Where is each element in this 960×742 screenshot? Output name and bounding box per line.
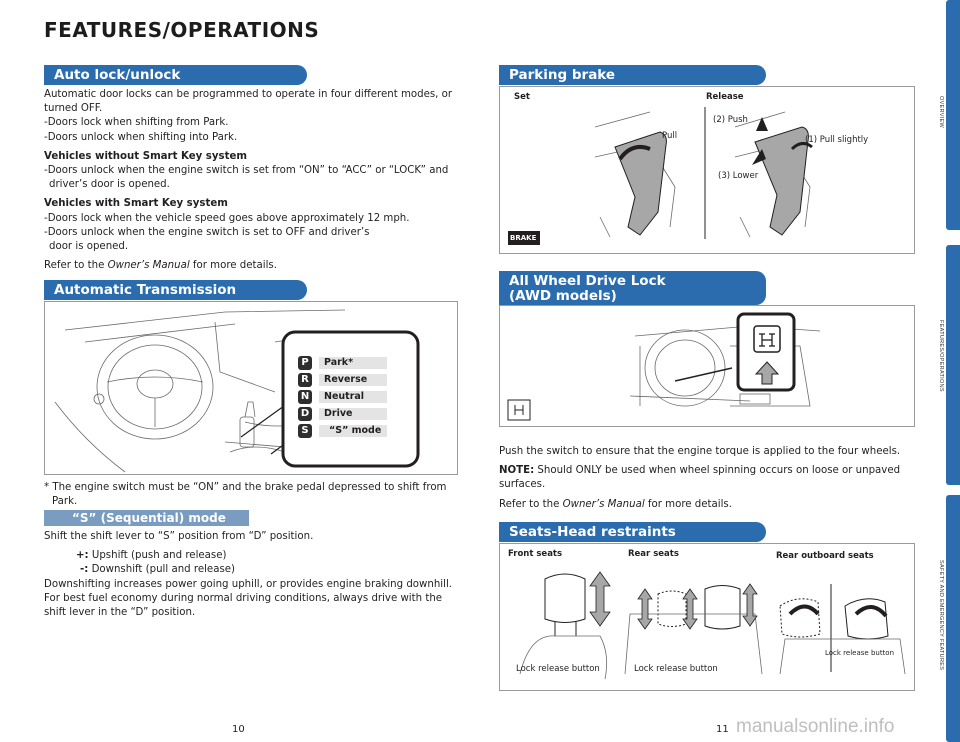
push-arrow-icon bbox=[754, 361, 780, 385]
awd-description: Push the switch to ensure that the engin… bbox=[499, 446, 901, 457]
gear-key-d: D bbox=[298, 407, 312, 421]
outboard-lock-release-label: Lock release button bbox=[825, 649, 895, 657]
parking-brake-figure: Set Release Pull (2) Push (1) Pull sligh… bbox=[499, 86, 915, 254]
front-seats-label: Front seats bbox=[508, 549, 563, 559]
gear-key-r: R bbox=[298, 373, 312, 387]
transmission-heading: Automatic Transmission bbox=[44, 280, 307, 300]
side-label-features: FEATURES/OPERATIONS bbox=[938, 320, 944, 392]
tilt-arrow-right bbox=[854, 605, 888, 618]
awd-lock-switch bbox=[753, 325, 781, 353]
auto-lock-refer: Refer to the Owner’s Manual for more det… bbox=[44, 260, 277, 272]
gear-label-park: Park* bbox=[319, 357, 387, 369]
parking-brake-illustration bbox=[508, 107, 813, 245]
gear-label-s-mode: “S” mode bbox=[319, 425, 387, 437]
awd-badge-icon bbox=[514, 405, 524, 415]
page-number-right: 11 bbox=[716, 724, 729, 735]
rear-seats-label: Rear seats bbox=[628, 549, 679, 559]
smart-key-bullet: -Doors lock when the vehicle speed goes … bbox=[44, 212, 410, 224]
rear-lock-release-label: Lock release button bbox=[634, 664, 718, 674]
downshift-line: -: Downshift (pull and release) bbox=[80, 564, 235, 576]
pull-slightly-arrow bbox=[790, 142, 813, 151]
gear-key-n: N bbox=[298, 390, 312, 404]
side-label-overview: OVERVIEW bbox=[938, 96, 944, 128]
no-smart-key-heading: Vehicles without Smart Key system bbox=[44, 150, 247, 162]
dashboard-illustration bbox=[54, 309, 420, 473]
rear-left-arrow bbox=[637, 588, 653, 630]
brake-lever-set bbox=[614, 131, 667, 236]
gear-key-p: P bbox=[298, 356, 312, 370]
auto-lock-intro: Automatic door locks can be programmed t… bbox=[44, 89, 453, 115]
rear-outboard-seats-label: Rear outboard seats bbox=[776, 551, 874, 561]
watermark: manualsonline.info bbox=[736, 716, 895, 737]
lower-arrow bbox=[752, 149, 766, 165]
awd-note: NOTE: Should ONLY be used when wheel spi… bbox=[499, 465, 901, 491]
parking-brake-heading: Parking brake bbox=[499, 65, 766, 85]
page-title: FEATURES/OPERATIONS bbox=[44, 18, 320, 42]
push-arrow bbox=[756, 117, 768, 131]
gear-label-reverse: Reverse bbox=[319, 374, 387, 386]
downshift-note: Downshifting increases power going uphil… bbox=[44, 578, 453, 619]
s-mode-heading: “S” (Sequential) mode bbox=[44, 510, 249, 526]
auto-lock-bullet: -Doors lock when shifting from Park. bbox=[44, 117, 229, 129]
smart-key-heading: Vehicles with Smart Key system bbox=[44, 198, 228, 210]
transmission-footnote: * The engine switch must be “ON” and the… bbox=[44, 482, 447, 508]
no-smart-key-bullet: -Doors unlock when the engine switch is … bbox=[44, 165, 449, 191]
auto-lock-heading: Auto lock/unlock bbox=[44, 65, 307, 85]
gear-label-drive: Drive bbox=[319, 408, 387, 420]
awd-dashboard-illustration bbox=[507, 312, 821, 421]
front-up-down-arrow bbox=[589, 571, 611, 627]
upshift-line: +: Upshift (push and release) bbox=[76, 550, 227, 562]
rear-right-arrow bbox=[742, 583, 758, 627]
pull-label: Pull bbox=[662, 131, 678, 141]
s-mode-body: Shift the shift lever to “S” position fr… bbox=[44, 530, 460, 620]
pull-arrow bbox=[618, 145, 651, 161]
gear-key-s: S bbox=[298, 424, 312, 438]
brake-badge-text: BRAKE bbox=[510, 234, 537, 242]
awd-heading-line2: (AWD models) bbox=[509, 288, 617, 304]
gear-label-neutral: Neutral bbox=[319, 391, 387, 403]
smart-key-bullet: -Doors unlock when the engine switch is … bbox=[44, 226, 370, 253]
push-label: (2) Push bbox=[713, 115, 748, 125]
brake-lever-release bbox=[754, 126, 809, 236]
auto-lock-body: Automatic door locks can be programmed t… bbox=[44, 88, 456, 273]
front-seat-drawing bbox=[519, 571, 611, 680]
awd-lock-icon bbox=[759, 333, 775, 347]
rear-outboard-drawing bbox=[779, 584, 906, 675]
s-mode-intro: Shift the shift lever to “S” position fr… bbox=[44, 531, 314, 542]
seats-heading: Seats-Head restraints bbox=[499, 522, 766, 542]
side-tab-features[interactable] bbox=[946, 245, 960, 485]
brake-badge-bg bbox=[508, 231, 540, 245]
pull-slightly-label: (1) Pull slightly bbox=[805, 135, 869, 145]
rear-seat-drawing bbox=[624, 583, 763, 675]
side-label-safety: SAFETY AND EMERGENCY FEATURES bbox=[938, 560, 944, 671]
side-tab-overview[interactable] bbox=[946, 0, 960, 230]
rear-center-arrow bbox=[682, 588, 698, 630]
awd-figure bbox=[499, 305, 915, 427]
lower-label: (3) Lower bbox=[718, 171, 759, 181]
side-tab-safety[interactable] bbox=[946, 495, 960, 742]
head-restraints-illustration bbox=[519, 571, 906, 680]
page-number-left: 10 bbox=[232, 724, 245, 735]
set-label: Set bbox=[514, 92, 530, 102]
awd-heading-line1: All Wheel Drive Lock bbox=[509, 273, 666, 289]
seats-figure: Front seats Rear seats Rear outboard sea… bbox=[499, 543, 915, 691]
front-lock-release-label: Lock release button bbox=[516, 664, 600, 674]
awd-heading: All Wheel Drive Lock (AWD models) bbox=[499, 271, 766, 305]
auto-lock-bullet: -Doors unlock when shifting into Park. bbox=[44, 131, 238, 143]
transmission-figure: P Park* R Reverse N Neutral D Drive S “S… bbox=[44, 301, 458, 475]
release-label: Release bbox=[706, 92, 744, 102]
awd-body: Push the switch to ensure that the engin… bbox=[499, 445, 915, 512]
awd-refer: Refer to the Owner’s Manual for more det… bbox=[499, 498, 732, 510]
tilt-arrow-left bbox=[788, 604, 820, 616]
